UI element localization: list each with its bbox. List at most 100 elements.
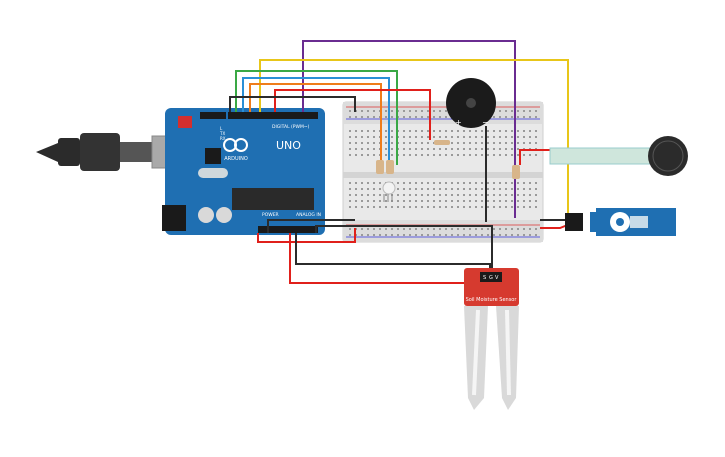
breadboard-hole [409, 228, 411, 230]
breadboard-hole [445, 116, 447, 118]
breadboard-hole [457, 194, 459, 196]
breadboard-hole [505, 188, 507, 190]
breadboard-hole [445, 110, 447, 112]
breadboard-hole [445, 194, 447, 196]
breadboard-hole [373, 206, 375, 208]
l-label: L [220, 126, 223, 131]
breadboard-hole [505, 148, 507, 150]
breadboard-hole [463, 200, 465, 202]
breadboard-hole [451, 234, 453, 236]
breadboard-hole [355, 182, 357, 184]
wire-black-gnd [229, 96, 356, 112]
breadboard-hole [505, 206, 507, 208]
breadboard-hole [367, 154, 369, 156]
breadboard-hole [415, 142, 417, 144]
breadboard-hole [481, 148, 483, 150]
breadboard-hole [469, 136, 471, 138]
breadboard-hole [409, 182, 411, 184]
breadboard-hole [469, 142, 471, 144]
breadboard-hole [469, 130, 471, 132]
breadboard-hole [433, 188, 435, 190]
breadboard-hole [499, 136, 501, 138]
breadboard-hole [391, 142, 393, 144]
breadboard-hole [475, 206, 477, 208]
breadboard-hole [529, 116, 531, 118]
breadboard-hole [493, 206, 495, 208]
breadboard-hole [523, 200, 525, 202]
breadboard-hole [433, 228, 435, 230]
breadboard-hole [523, 234, 525, 236]
breadboard-hole [493, 148, 495, 150]
breadboard-hole [391, 136, 393, 138]
breadboard-hole [361, 194, 363, 196]
breadboard-hole [487, 182, 489, 184]
breadboard-hole [355, 116, 357, 118]
breadboard-hole [403, 136, 405, 138]
breadboard-hole [499, 154, 501, 156]
breadboard-hole [403, 194, 405, 196]
breadboard-hole [457, 148, 459, 150]
breadboard-hole [505, 228, 507, 230]
breadboard-hole [523, 130, 525, 132]
breadboard-hole [481, 228, 483, 230]
breadboard-hole [517, 110, 519, 112]
breadboard-hole [445, 200, 447, 202]
breadboard-hole [361, 188, 363, 190]
breadboard-hole [517, 142, 519, 144]
breadboard-hole [349, 136, 351, 138]
breadboard-hole [445, 130, 447, 132]
breadboard-hole [367, 194, 369, 196]
breadboard-hole [511, 148, 513, 150]
breadboard-hole [463, 148, 465, 150]
breadboard-hole [505, 110, 507, 112]
breadboard-hole [439, 154, 441, 156]
rx-label: RX [220, 136, 226, 141]
breadboard-hole [499, 148, 501, 150]
breadboard-hole [349, 200, 351, 202]
servo-icon [565, 208, 676, 236]
breadboard-hole [481, 200, 483, 202]
force-sensor-icon [549, 136, 688, 176]
breadboard-hole [385, 148, 387, 150]
breadboard-hole [439, 182, 441, 184]
breadboard-hole [523, 182, 525, 184]
breadboard-hole [361, 136, 363, 138]
breadboard-hole [379, 206, 381, 208]
breadboard-hole [427, 200, 429, 202]
breadboard-hole [385, 154, 387, 156]
breadboard-hole [517, 154, 519, 156]
breadboard-hole [397, 182, 399, 184]
breadboard-hole [493, 182, 495, 184]
breadboard-hole [463, 182, 465, 184]
breadboard-hole [493, 130, 495, 132]
breadboard-hole [355, 188, 357, 190]
breadboard-hole [439, 206, 441, 208]
breadboard-hole [439, 228, 441, 230]
breadboard-hole [373, 154, 375, 156]
breadboard-hole [511, 136, 513, 138]
breadboard-hole [523, 136, 525, 138]
breadboard-hole [421, 116, 423, 118]
breadboard-hole [457, 206, 459, 208]
breadboard-hole [481, 130, 483, 132]
breadboard-hole [493, 194, 495, 196]
breadboard-hole [355, 206, 357, 208]
breadboard-hole [379, 234, 381, 236]
breadboard-hole [433, 148, 435, 150]
breadboard-hole [457, 154, 459, 156]
breadboard-hole [535, 228, 537, 230]
resistor-icon [376, 140, 520, 179]
breadboard-hole [469, 228, 471, 230]
breadboard-hole [463, 194, 465, 196]
breadboard-hole [427, 116, 429, 118]
breadboard-hole [469, 194, 471, 196]
breadboard-hole [487, 154, 489, 156]
breadboard-hole [451, 130, 453, 132]
breadboard-hole [403, 142, 405, 144]
breadboard-hole [391, 116, 393, 118]
wire-red-fsr [519, 149, 550, 165]
breadboard-hole [499, 188, 501, 190]
breadboard-hole [385, 110, 387, 112]
breadboard-hole [505, 194, 507, 196]
breadboard-hole [499, 194, 501, 196]
